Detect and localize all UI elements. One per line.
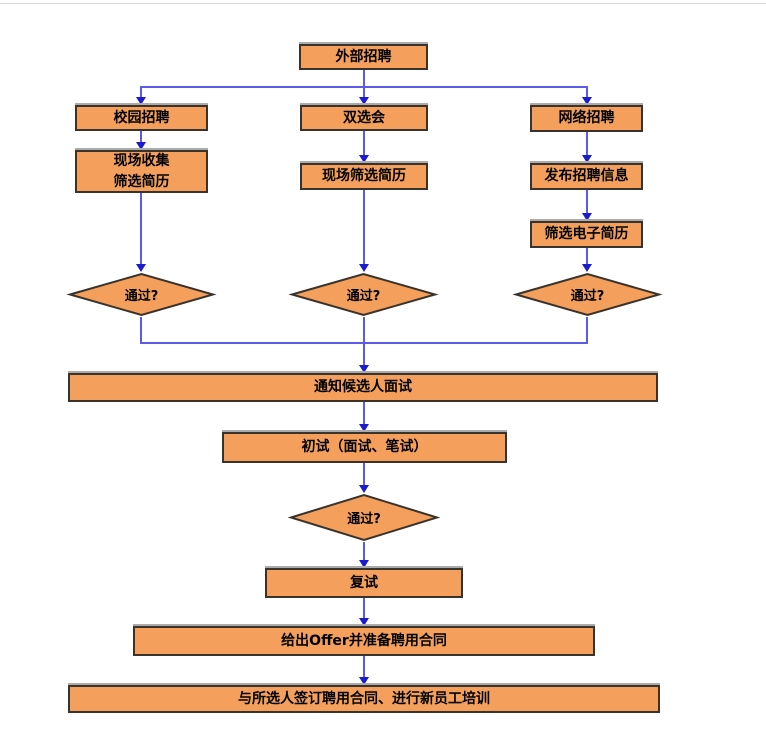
- node-screen-electronic-resumes: 筛选电子简历: [530, 221, 643, 248]
- node-onsite-collect-screen-resumes: 现场收集 筛选简历: [75, 150, 208, 193]
- diamond-shape: [66, 272, 217, 317]
- node-sign-contract-training: 与所选人签订聘用合同、进行新员工培训: [68, 685, 660, 713]
- node-online-recruitment: 网络招聘: [530, 105, 643, 132]
- decision-pass-first-interview: 通过?: [287, 493, 441, 542]
- node-publish-recruitment-info: 发布招聘信息: [530, 163, 643, 190]
- node-external-recruitment: 外部招聘: [299, 44, 428, 70]
- decision-label: 通过?: [347, 512, 381, 527]
- node-first-interview: 初试（面试、笔试）: [222, 432, 507, 463]
- diamond-shape: [288, 272, 439, 317]
- node-second-interview: 复试: [265, 568, 463, 598]
- node-onsite-screen-resumes: 现场筛选简历: [300, 163, 428, 190]
- node-campus-recruitment: 校园招聘: [75, 105, 208, 131]
- node-notify-candidates-interview: 通知候选人面试: [68, 373, 658, 402]
- decision-label: 通过?: [124, 289, 159, 304]
- decision-pass-fair: 通过?: [288, 272, 439, 317]
- diamond-shape: [287, 493, 441, 542]
- decision-label: 通过?: [346, 289, 381, 304]
- decision-pass-campus: 通过?: [66, 272, 217, 317]
- decision-pass-online: 通过?: [512, 272, 663, 317]
- node-job-fair: 双选会: [300, 105, 428, 131]
- node-offer-prepare-contract: 给出Offer并准备聘用合同: [133, 626, 595, 656]
- diamond-shape: [512, 272, 663, 317]
- page-edge-line: [0, 3, 766, 4]
- decision-label: 通过?: [570, 289, 605, 304]
